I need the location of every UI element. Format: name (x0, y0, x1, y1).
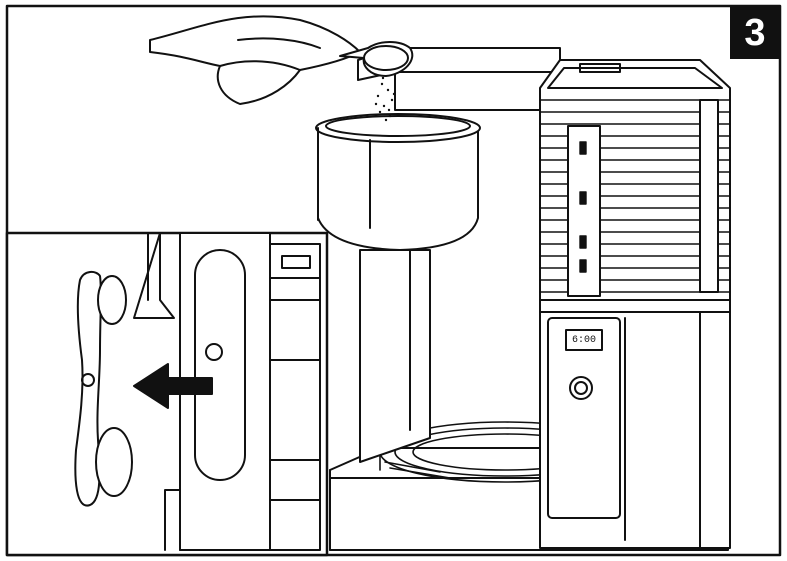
center-column (359, 249, 431, 463)
clock-display (565, 329, 603, 351)
reservoir-ribs (539, 99, 731, 293)
inset-carafe-details (269, 277, 321, 501)
brew-basket-rim-inner (325, 115, 471, 137)
clock-display-time: 6:00 (571, 334, 596, 346)
reservoir-lid (547, 67, 723, 89)
inset-carafe-top (281, 255, 311, 269)
inset-door-stand (164, 489, 181, 551)
arrow-left-icon (133, 363, 213, 409)
measuring-scoop-hole (81, 373, 95, 387)
dial-icon (569, 376, 593, 400)
hand-icon (149, 15, 361, 105)
brew-basket-handle (317, 127, 371, 229)
inset-carafe (269, 243, 321, 551)
inset-door-knob (205, 343, 223, 361)
brew-basket (317, 127, 479, 251)
coffee-grounds (374, 76, 396, 122)
inset-door-window (194, 249, 246, 481)
scoop-icon (339, 41, 414, 77)
top-arm-under (394, 71, 541, 111)
control-panel (547, 317, 621, 519)
brew-basket-rim (315, 113, 481, 143)
dial-inner (574, 381, 588, 395)
control-housing-side (624, 311, 701, 549)
reservoir-lid-handle (579, 63, 621, 73)
scoop-bowl (363, 45, 409, 71)
hand-fingers (219, 37, 321, 71)
measuring-scoop-small-cup (97, 275, 127, 325)
step-number-badge: 3 (730, 7, 780, 59)
inset-tube (133, 232, 175, 319)
level-marks (579, 141, 587, 273)
measuring-scoop-large-cup (95, 427, 133, 497)
reservoir-right-panel (699, 99, 719, 293)
